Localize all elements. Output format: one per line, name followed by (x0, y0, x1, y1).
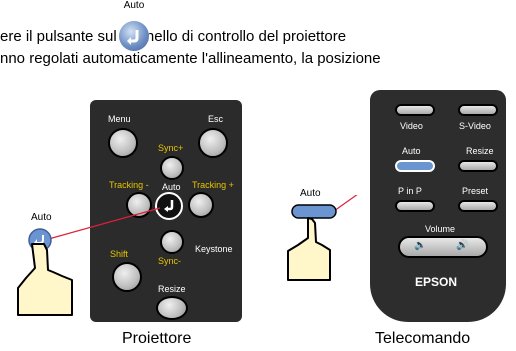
sync-plus-label: Sync+ (158, 143, 184, 153)
remote-caption: Telecomando (375, 330, 471, 347)
remote-auto-button[interactable] (395, 160, 435, 172)
s-video-label: S-Video (459, 121, 491, 131)
remote-left-auto-label: Auto (300, 188, 321, 199)
remote-auto-label: Auto (402, 146, 421, 156)
projector-hand-illustration (17, 207, 161, 316)
video-label: Video (400, 121, 423, 131)
instruction-line-2: nno regolati automaticamente l'allineame… (0, 50, 381, 67)
remote-hand-illustration (287, 195, 358, 281)
tracking-plus-button[interactable] (188, 192, 214, 218)
tracking-minus-label: Tracking - (109, 180, 149, 190)
esc-button[interactable] (198, 128, 228, 158)
resize-button[interactable] (156, 296, 188, 320)
auto-icon (119, 21, 149, 51)
sync-plus-button[interactable] (160, 156, 184, 180)
remote-resize-button[interactable] (458, 160, 498, 172)
volume-down-icon[interactable]: 🔈 (414, 240, 427, 251)
menu-label: Menu (108, 114, 131, 124)
tracking-plus-label: Tracking + (192, 180, 234, 190)
volume-up-icon[interactable]: 🔊 (456, 240, 469, 251)
auto-panel-label: Auto (162, 182, 181, 192)
volume-label: Volume (425, 224, 456, 234)
projector-left-auto-label: Auto (31, 212, 52, 223)
volume-rocker[interactable]: 🔈 🔊 (398, 236, 488, 258)
remote-resize-label: Resize (466, 146, 494, 156)
keystone-label: Keystone (195, 244, 233, 254)
p-in-p-button[interactable] (395, 200, 435, 212)
preset-label: Preset (462, 186, 489, 196)
shift-label: Shift (110, 249, 129, 259)
sync-minus-label: Sync- (158, 256, 182, 266)
instruction-line-1: ere il pulsante sul pannello di controll… (0, 28, 347, 45)
menu-button[interactable] (108, 128, 138, 158)
esc-label: Esc (208, 114, 224, 124)
shift-button[interactable] (112, 262, 142, 292)
p-in-p-label: P in P (398, 186, 422, 196)
projector-caption: Proiettore (122, 330, 192, 347)
projector-auto-button[interactable] (155, 192, 183, 220)
auto-icon-label: Auto (123, 0, 145, 11)
brand-logo: EPSON (415, 275, 458, 289)
video-button[interactable] (395, 104, 435, 116)
resize-label: Resize (158, 284, 186, 294)
preset-button[interactable] (458, 200, 498, 212)
sync-minus-button[interactable] (160, 230, 184, 254)
s-video-button[interactable] (458, 104, 498, 116)
